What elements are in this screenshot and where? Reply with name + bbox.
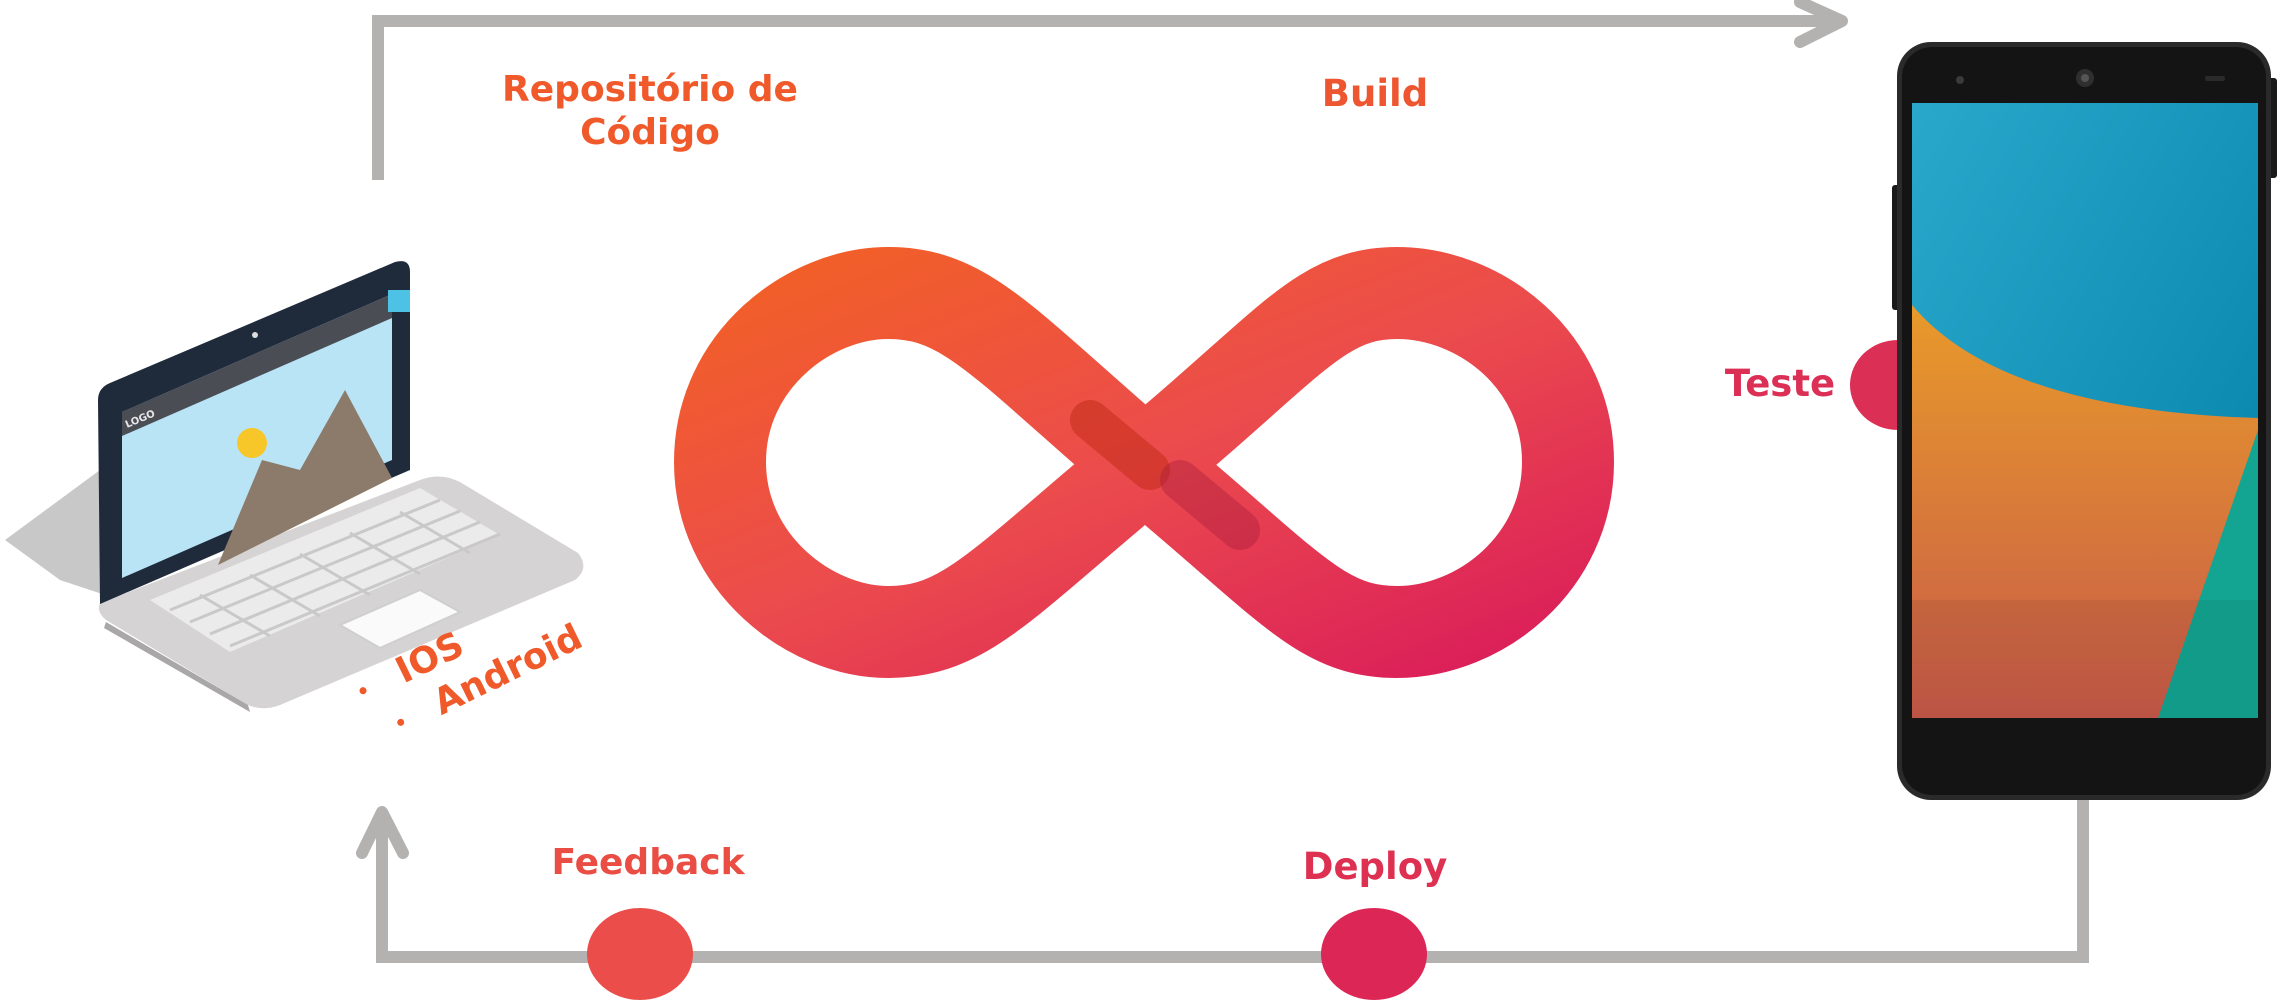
- deploy-dot: [1321, 908, 1427, 1000]
- bullet-icon: [358, 686, 368, 696]
- label-feedback: Feedback: [551, 842, 745, 883]
- arrow-build: [372, 0, 1848, 180]
- label-deploy: Deploy: [1302, 845, 1448, 888]
- label-repo-line1: Repositório de: [502, 69, 798, 110]
- label-repo-line2: Código: [580, 112, 720, 154]
- arrow-right-icon: [1794, 0, 1848, 48]
- feedback-dot: [587, 908, 693, 1000]
- bullet-icon: [396, 717, 406, 728]
- label-teste: Teste: [1724, 362, 1836, 405]
- arrow-feedback: [356, 800, 2089, 963]
- arrow-up-icon: [356, 806, 409, 859]
- smartphone-icon: [1892, 42, 2277, 800]
- infinity-icon: [674, 247, 1614, 678]
- label-repositorio-de-codigo: Repositório de Código: [470, 68, 830, 154]
- label-build: Build: [1321, 72, 1429, 115]
- laptop-icon: LOGO: [5, 261, 584, 712]
